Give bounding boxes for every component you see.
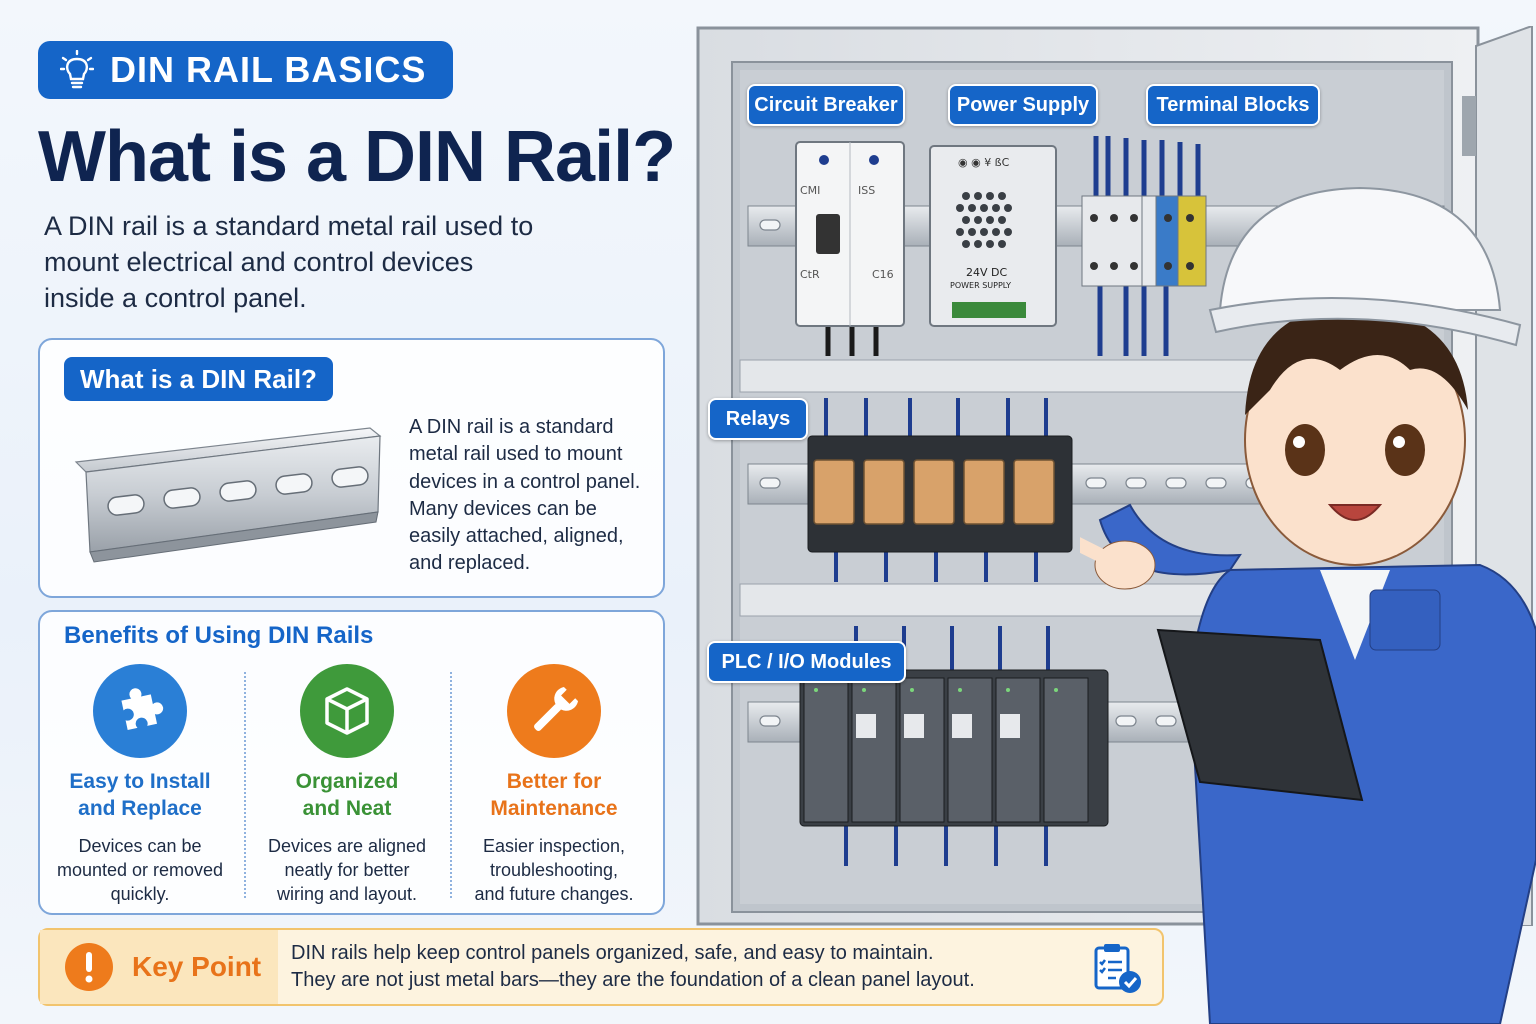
breaker-mark: CtR	[800, 268, 820, 281]
key-point-line: They are not just metal bars—they are th…	[291, 969, 975, 991]
benefit-desc-line: troubleshooting,	[489, 860, 619, 880]
key-point-line: DIN rails help keep control panels organ…	[291, 942, 934, 964]
key-point-text: DIN rails help keep control panels organ…	[291, 940, 975, 994]
din-rail-illustration	[74, 427, 382, 563]
benefit-desc-line: quickly.	[110, 884, 170, 904]
circuit-breaker: CMI ISS CtR C16	[795, 141, 905, 327]
definition-line: A DIN rail is a standard	[409, 416, 614, 438]
benefit-title-line: Easy to Install	[69, 770, 211, 793]
psu-label: POWER SUPPLY	[950, 281, 1011, 290]
relays	[807, 435, 1073, 553]
benefit-description: Devices can be mounted or removed quickl…	[40, 834, 240, 906]
psu-voltage: 24V DC	[966, 266, 1007, 279]
benefit-title-line: Maintenance	[490, 797, 618, 820]
intro-line: mount electrical and control devices	[44, 247, 474, 277]
clipboard-icon	[1156, 628, 1364, 802]
benefit-divider	[244, 672, 246, 898]
callout-relays: Relays	[708, 398, 808, 440]
benefit-desc-line: Easier inspection,	[482, 836, 626, 856]
definition-line: and replaced.	[409, 552, 531, 575]
benefit-title-line: and Replace	[78, 797, 202, 820]
benefit-title: Organized and Neat	[247, 768, 447, 822]
benefit-title-line: Organized	[295, 770, 399, 793]
benefit-desc-line: Devices are aligned	[267, 836, 427, 856]
benefit-description: Devices are aligned neatly for better wi…	[247, 834, 447, 906]
benefit-title-line: Better for	[506, 770, 602, 793]
benefit-organized: Organized and Neat Devices are aligned n…	[247, 664, 447, 906]
benefit-circle	[300, 664, 394, 758]
cube-icon	[325, 687, 369, 735]
checklist-icon	[1094, 944, 1141, 993]
key-point-label-box: Key Point	[40, 930, 278, 1004]
definition-line: Many devices can be	[409, 497, 597, 520]
benefit-desc-line: Devices can be	[78, 836, 202, 856]
benefit-desc-line: and future changes.	[474, 884, 634, 904]
definition-text: A DIN rail is a standard metal rail used…	[409, 414, 659, 578]
benefit-description: Easier inspection, troubleshooting, and …	[454, 834, 654, 906]
benefit-desc-line: neatly for better	[284, 860, 410, 880]
benefit-title: Easy to Install and Replace	[40, 768, 240, 822]
intro-text: A DIN rail is a standard metal rail used…	[44, 208, 604, 316]
callout-plc-modules: PLC / I/O Modules	[707, 641, 906, 683]
section-tag: DIN RAIL BASICS	[38, 41, 453, 99]
benefits-card	[38, 610, 665, 915]
benefits-title: Benefits of Using DIN Rails	[64, 622, 374, 649]
benefit-title-line: and Neat	[302, 797, 392, 820]
intro-line: A DIN rail is a standard metal rail used…	[44, 211, 534, 241]
benefit-easy-install: Easy to Install and Replace Devices can …	[40, 664, 240, 906]
benefit-title: Better for Maintenance	[454, 768, 654, 822]
benefit-desc-line: wiring and layout.	[276, 884, 418, 904]
psu-mark: ◉ ◉ ¥ ßC	[958, 156, 1010, 169]
definition-line: easily attached, aligned,	[409, 525, 624, 548]
callout-terminal-blocks: Terminal Blocks	[1146, 84, 1320, 126]
power-supply: ◉ ◉ ¥ ßC 24V DC POWER SUPPLY	[929, 145, 1057, 327]
breaker-mark: CMI	[800, 184, 820, 197]
section-tag-label: DIN RAIL BASICS	[110, 49, 427, 90]
benefit-divider	[450, 672, 452, 898]
key-point-label: Key Point	[132, 951, 262, 982]
puzzle-icon	[121, 688, 164, 730]
definition-card-title: What is a DIN Rail?	[64, 357, 333, 401]
terminal-blocks	[1081, 195, 1207, 287]
definition-line: devices in a control panel.	[409, 470, 641, 493]
definition-line: metal rail used to mount	[409, 443, 623, 466]
benefit-maintenance: Better for Maintenance Easier inspection…	[454, 664, 654, 906]
breaker-mark: ISS	[858, 184, 875, 197]
plc-modules	[799, 669, 1109, 827]
benefit-circle	[93, 664, 187, 758]
page-title: What is a DIN Rail?	[38, 117, 676, 197]
engineer-character	[1080, 186, 1536, 1024]
callout-circuit-breaker: Circuit Breaker	[747, 84, 905, 126]
breaker-rating: C16	[872, 268, 894, 281]
wrench-icon	[534, 686, 579, 731]
intro-line: inside a control panel.	[44, 283, 307, 313]
exclamation-icon	[65, 943, 113, 991]
lightbulb-icon	[60, 50, 94, 89]
benefit-desc-line: mounted or removed	[56, 860, 224, 880]
callout-power-supply: Power Supply	[948, 84, 1098, 126]
benefit-circle	[507, 664, 601, 758]
